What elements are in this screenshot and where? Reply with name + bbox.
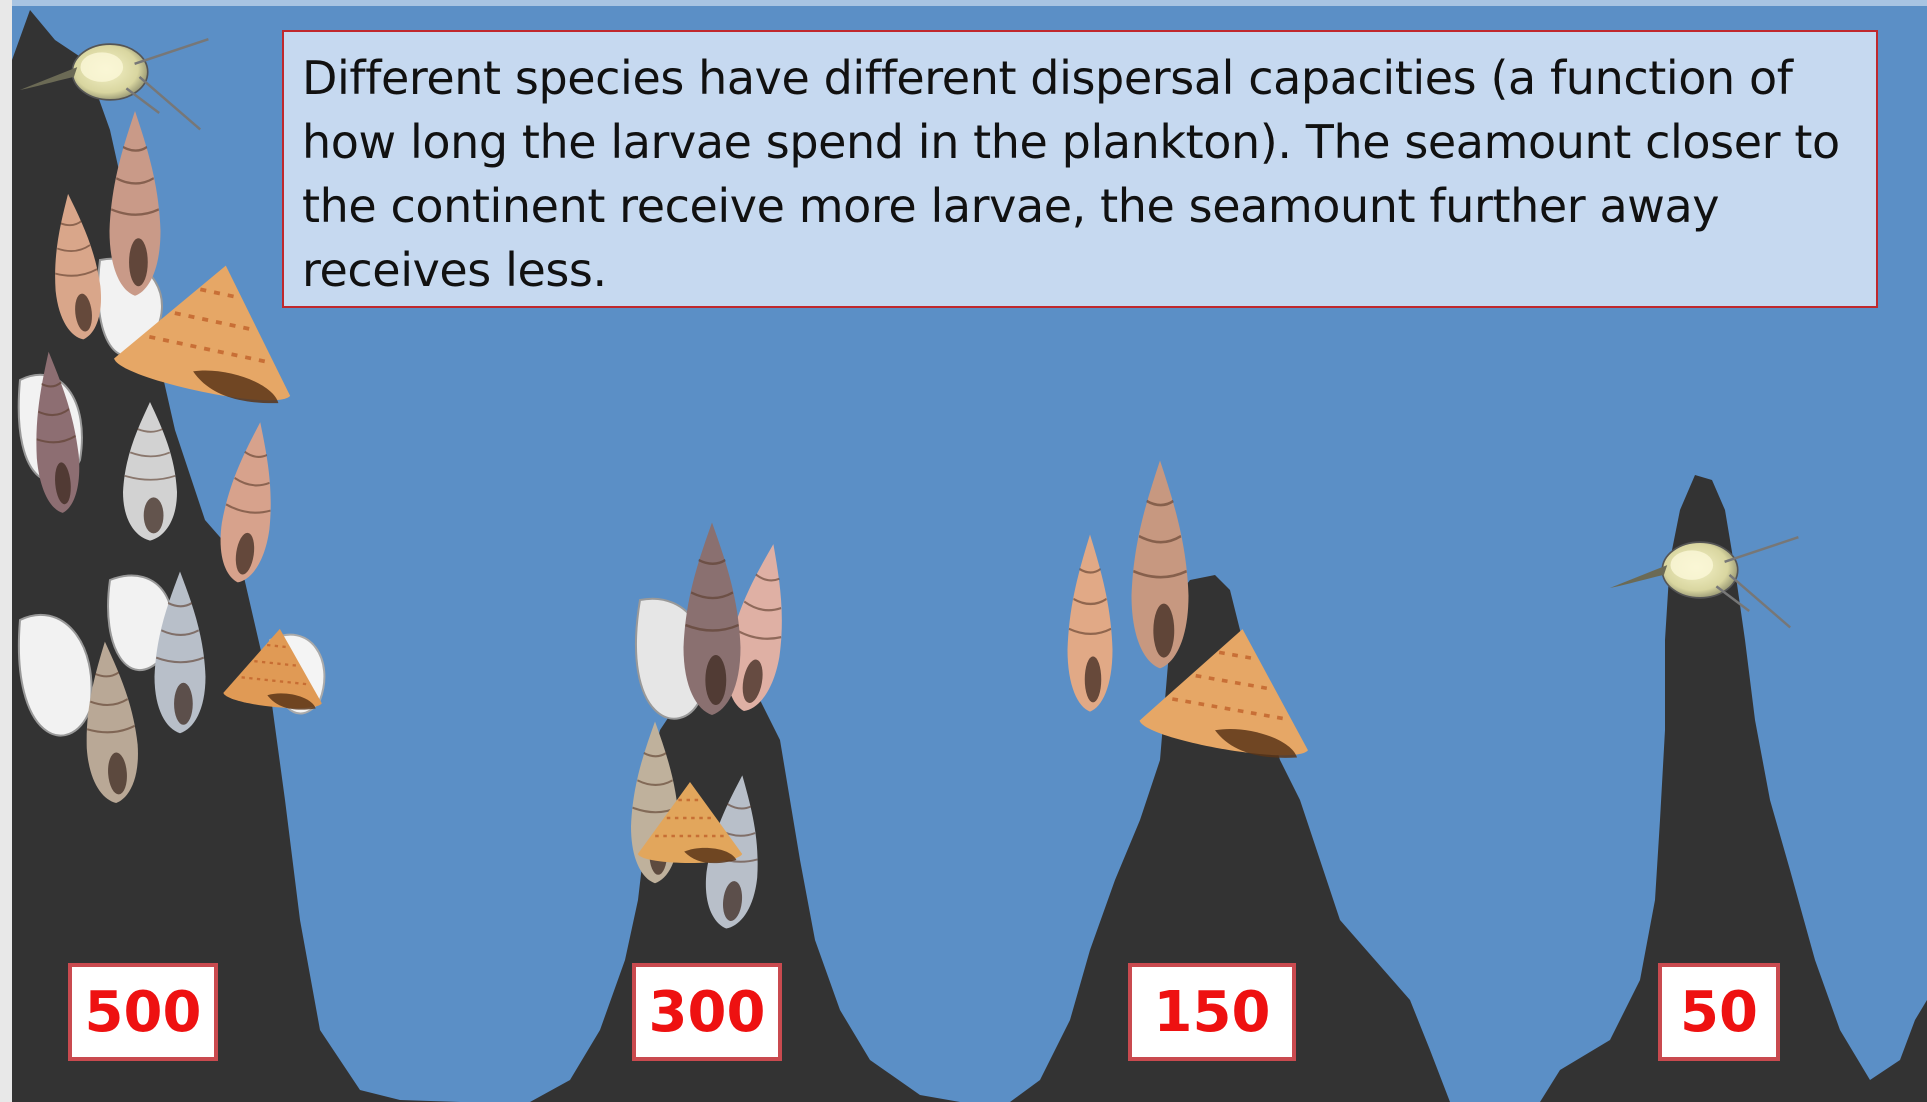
seamount-count-300: 300 [632,963,782,1061]
seamount-count-500: 500 [68,963,218,1061]
seamount-count-150: 150 [1128,963,1296,1061]
caption-box: Different species have different dispers… [282,30,1878,308]
seamount-count-50: 50 [1658,963,1780,1061]
top-edge [0,0,1927,6]
left-edge [0,0,12,1102]
